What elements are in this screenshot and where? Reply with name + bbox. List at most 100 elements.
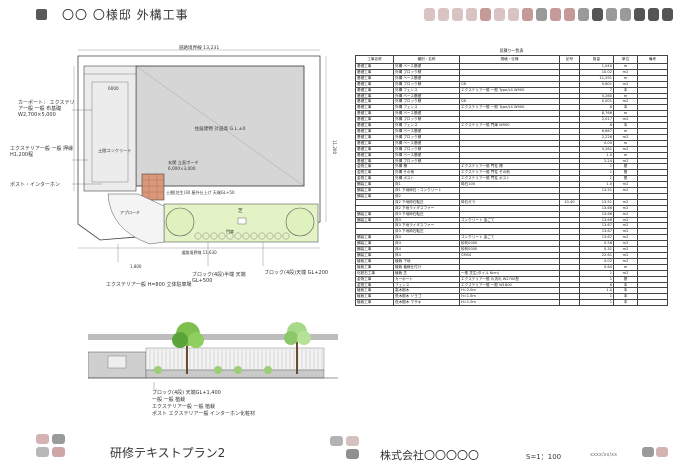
- shrub-icon: [194, 232, 202, 240]
- house-label: 住居建物 計画高 G.L.±0: [195, 125, 246, 132]
- footer-square-icon: [642, 447, 654, 457]
- tree-icon: [285, 207, 315, 237]
- unit-dim-label: 1,800: [130, 264, 142, 269]
- decoration-square-icon: [438, 8, 449, 21]
- footer-square-icon: [346, 436, 359, 446]
- dim-side-label: 11,200: [332, 140, 337, 154]
- tree-icon: [165, 207, 195, 237]
- estimate-table: 見積り一覧表 工事名称種別・名称規格・仕様記号数量単位備考 基礎工事外構 ベース…: [355, 48, 668, 427]
- decoration-square-icon: [634, 8, 645, 21]
- parking-area: [83, 65, 137, 192]
- shrub-icon: [218, 232, 226, 240]
- decoration-square-icon: [578, 8, 589, 21]
- footer-company: 株式会社〇〇〇〇〇: [380, 449, 479, 462]
- table-header-cell: 単位: [613, 55, 638, 64]
- fence-note: エクステリア一般 一般 押縁 H1,200程: [10, 146, 74, 158]
- footer-square-icon: [656, 447, 668, 457]
- decoration-square-icon: [550, 8, 561, 21]
- parking-label: 土間コンクリート: [98, 147, 132, 154]
- table-header-cell: 記号: [559, 55, 580, 64]
- table-cell: 1: [579, 299, 614, 307]
- decoration-square-icon: [620, 8, 631, 21]
- decoration-square-icon: [452, 8, 463, 21]
- bottom-mid-note: ブロック(4段)半端 天端GL+500: [192, 272, 246, 284]
- table-cell: 低木樹木 マサキ: [393, 299, 460, 307]
- table-cell: H=1.0m: [459, 299, 560, 307]
- dim-bottom-label: 道路境界線 11,630: [181, 249, 217, 255]
- elevation-note-1: ブロック(4段) 天端GL+1,400: [152, 390, 221, 396]
- table-cell: 植栽工事: [355, 299, 394, 307]
- shrub-icon: [258, 232, 266, 240]
- lawn-label: 芝: [238, 207, 243, 214]
- table-header-cell: 備考: [637, 55, 668, 64]
- shrub-icon: [202, 232, 210, 240]
- table-header-cell: 数量: [579, 55, 614, 64]
- dim-top-label: 道路境界線 13,231: [179, 44, 220, 51]
- elevation-note-2: 一般 一般 植栽: [152, 397, 186, 403]
- elevation-note-3: エクステリア一般 一般 植栽: [152, 404, 216, 410]
- elevation-note-4: ポスト エクステリア一般 インターホン化粧材: [152, 411, 256, 417]
- parking-dim-label: 6000: [108, 86, 119, 91]
- footer-square-icon: [330, 436, 343, 446]
- mailpost-note: ポスト・インターホン: [10, 182, 61, 188]
- shrub-icon: [210, 232, 218, 240]
- gate-label: 門扉: [226, 228, 234, 234]
- footer-scale: S=1：100: [526, 453, 562, 461]
- footer-square-icon: [36, 447, 49, 457]
- table-cell: [637, 299, 668, 307]
- shrub-icon: [274, 232, 282, 240]
- table-header-cell: 工事名称: [355, 55, 394, 64]
- table-cell: [559, 299, 580, 307]
- decoration-square-icon: [522, 8, 533, 21]
- shrub-icon: [250, 232, 258, 240]
- entry-label: 玄関 立面ポーチ: [168, 159, 199, 166]
- decoration-square-icon: [480, 8, 491, 21]
- decoration-square-icon: [508, 8, 519, 21]
- footer-square-icon: [36, 434, 49, 444]
- header-square-icon: [36, 9, 47, 20]
- table-cell: 本: [613, 299, 638, 307]
- footer-square-icon: [346, 449, 359, 459]
- elevation-drawing: [88, 322, 338, 390]
- footer-square-icon: [52, 447, 65, 457]
- decoration-square-icon: [648, 8, 659, 21]
- tree-icon: [172, 322, 204, 374]
- shrub-icon: [234, 232, 242, 240]
- site-plan: 道路境界線 13,231 住居建物 計画高 G.L.±0 玄関 立面ポーチ 6,…: [72, 44, 337, 269]
- carport-note: カーポート： エクステリア一般 一般 布基礎 W2,700×5,000: [18, 100, 75, 118]
- shrub-icon: [226, 232, 234, 240]
- decoration-square-icon: [424, 8, 435, 21]
- entry-porch: [141, 173, 165, 201]
- porch-size-label: 6,000×3,000: [168, 166, 196, 171]
- footer-plan-title: 研修テキストプラン2: [110, 446, 226, 460]
- table-header-cell: 種別・名称: [393, 55, 460, 64]
- table-caption: 見積り一覧表: [499, 48, 524, 53]
- table-header-cell: 規格・仕様: [459, 55, 560, 64]
- bottom-left-note: エクステリア一般 H=800 立体駐車場: [106, 282, 192, 288]
- decoration-square-icon: [536, 8, 547, 21]
- shrub-icon: [282, 232, 290, 240]
- footer-square-icon: [52, 434, 65, 444]
- decoration-square-icon: [494, 8, 505, 21]
- decoration-square-icon: [606, 8, 617, 21]
- approach-walk: [107, 193, 165, 245]
- tree-icon: [284, 322, 311, 374]
- decoration-square-icon: [662, 8, 673, 21]
- footer-date: xxxx/xx/xx: [590, 452, 618, 458]
- decoration-square-icon: [466, 8, 477, 21]
- decoration-square-icon: [564, 8, 575, 21]
- decoration-square-icon: [592, 8, 603, 21]
- shrub-icon: [242, 232, 250, 240]
- page-title: 〇〇 〇様邸 外構工事: [62, 8, 189, 22]
